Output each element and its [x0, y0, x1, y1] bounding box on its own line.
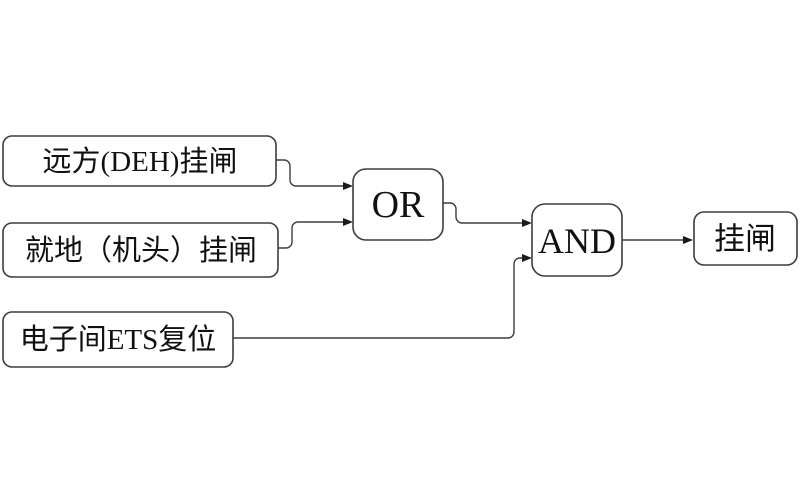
- node-input-local-head: 就地（机头）挂闸: [2, 222, 279, 278]
- edge-line: [278, 221, 343, 249]
- node-box: [2, 135, 277, 187]
- gate-label: OR: [372, 184, 425, 226]
- arrowhead-icon: [522, 219, 532, 227]
- arrowhead-icon: [683, 236, 693, 244]
- node-output-latch: 挂闸: [693, 211, 798, 266]
- arrowhead-icon: [343, 218, 353, 226]
- gate-label: AND: [538, 221, 616, 261]
- node-input-ets-reset: 电子间ETS复位: [2, 311, 234, 368]
- arrowhead-icon: [343, 182, 353, 190]
- edge-line: [233, 257, 522, 339]
- node-gate-and: AND: [531, 203, 623, 277]
- edge-and-to-output: [622, 236, 693, 244]
- gate-box: [531, 203, 623, 277]
- node-box: [693, 211, 798, 266]
- node-input-remote-deh: 远方(DEH)挂闸: [2, 135, 277, 187]
- node-label: 远方(DEH)挂闸: [43, 145, 238, 178]
- edge-ets-reset-to-and: [233, 254, 532, 339]
- node-label: 挂闸: [714, 222, 776, 257]
- node-gate-or: OR: [352, 168, 444, 241]
- edge-or-to-and: [443, 202, 532, 227]
- edge-line: [276, 159, 343, 187]
- node-box: [2, 311, 234, 368]
- arrowhead-icon: [522, 254, 532, 262]
- node-box: [2, 222, 279, 278]
- node-label: 电子间ETS复位: [20, 323, 217, 356]
- node-label: 就地（机头）挂闸: [25, 234, 257, 267]
- edge-local-head-to-or: [278, 218, 353, 249]
- edge-line: [443, 202, 522, 224]
- gate-box: [352, 168, 444, 241]
- edge-remote-deh-to-or: [276, 159, 353, 190]
